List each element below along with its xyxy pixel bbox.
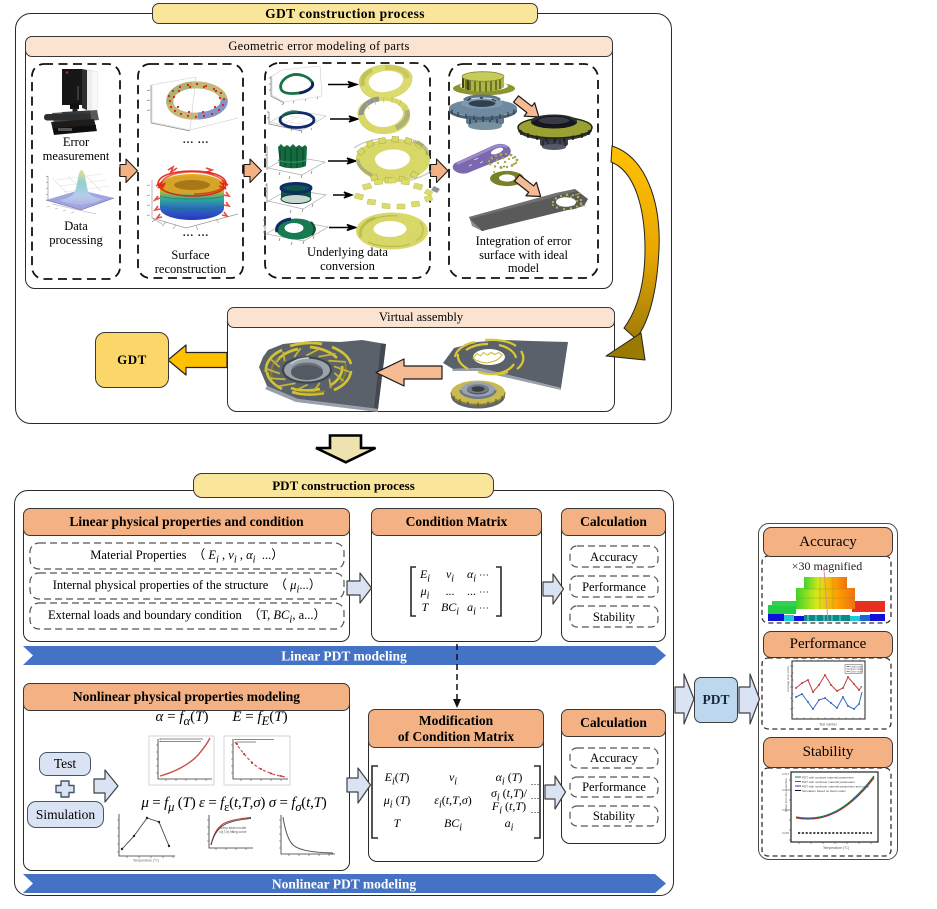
svg-text:0.006: 0.006 (782, 808, 789, 812)
svg-text:Error model: Error model (851, 671, 864, 674)
svg-text:PDT with constant material par: PDT with constant material parameters (802, 776, 854, 780)
svg-text:Temperature (°C): Temperature (°C) (823, 846, 849, 850)
svg-text:Offset from the centerline: Offset from the centerline (784, 778, 788, 812)
svg-text:ε(t,T,σ) fitting curve: ε(t,T,σ) fitting curve (220, 830, 247, 834)
svg-text:0.000: 0.000 (782, 831, 789, 835)
svg-text:Ideal model: Ideal model (851, 666, 864, 669)
svg-text:0.014: 0.014 (782, 772, 789, 776)
svg-text:PDT with nonlinear material pa: PDT with nonlinear material parameters a… (802, 785, 869, 789)
svg-text:... ...: ... ... (183, 134, 209, 146)
svg-text:creep strain model: creep strain model (220, 826, 247, 830)
svg-text:Temperature (°C): Temperature (°C) (133, 859, 159, 863)
svg-text:Simulation based on ideal mode: Simulation based on ideal model (802, 789, 846, 793)
svg-text:Error model: Error model (851, 668, 864, 671)
svg-text:Average error (mm): Average error (mm) (786, 666, 790, 692)
svg-text:Nonlinear PDT modeling: Nonlinear PDT modeling (272, 877, 417, 892)
svg-text:... ...: ... ... (183, 227, 209, 239)
svg-text:Test number: Test number (819, 723, 837, 727)
svg-text:PDT with nonlinear material pa: PDT with nonlinear material parameters (802, 780, 855, 784)
svg-text:Linear PDT modeling: Linear PDT modeling (281, 649, 407, 664)
svg-text:0.010: 0.010 (782, 788, 789, 792)
